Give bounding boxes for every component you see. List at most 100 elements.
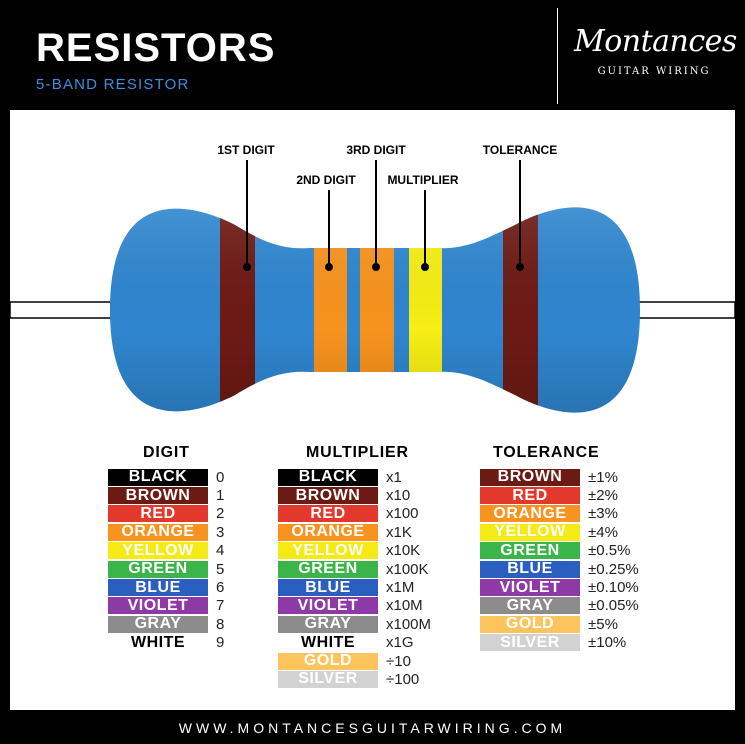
callout-dot-3rd-digit: [372, 263, 380, 271]
label-1st-digit: 1ST DIGIT: [217, 143, 275, 157]
brand-logo-subtitle: GUITAR WIRING: [597, 66, 711, 77]
color-value: 0: [216, 468, 225, 486]
color-chip: SILVER: [278, 670, 378, 688]
color-value: ÷100: [386, 670, 420, 688]
table-row: GREEN 5: [108, 560, 224, 578]
footer-url: WWW.MONTANCESGUITARWIRING.COM: [178, 720, 567, 736]
table-row: BROWN x10: [278, 486, 431, 505]
color-value: ±2%: [588, 487, 618, 505]
table-row: RED ±2%: [480, 486, 639, 505]
table-row: GRAY ±0.05%: [480, 597, 639, 615]
color-chip: RED: [480, 487, 580, 505]
color-value: 4: [216, 542, 225, 560]
page-title: RESISTORS: [36, 26, 276, 70]
color-chip: YELLOW: [108, 542, 208, 560]
color-value: ±0.10%: [588, 579, 639, 597]
table-row: YELLOW 4: [108, 542, 224, 560]
tolerance-table-title: TOLERANCE: [493, 444, 600, 461]
table-row: BLUE±0.25%: [480, 560, 639, 578]
callout-dot-2nd-digit: [325, 263, 333, 271]
color-value: x10: [386, 487, 411, 505]
table-row: SILVER ÷100: [278, 670, 431, 688]
color-chip: YELLOW: [278, 542, 378, 560]
table-row: YELLOW ±4%: [480, 523, 639, 541]
color-chip: BLACK: [278, 468, 378, 486]
color-value: x100: [386, 505, 419, 523]
digit-table-title: DIGIT: [143, 444, 190, 461]
table-row: GREEN±0.5%: [480, 542, 639, 560]
table-row: SILVER ±10%: [480, 634, 639, 652]
table-row: ORANGE±3%: [480, 505, 639, 523]
color-chip: RED: [278, 505, 378, 523]
brand-divider: [557, 8, 558, 104]
table-row: GOLD ÷10: [278, 652, 431, 670]
table-row: GOLD ±5%: [480, 615, 639, 633]
color-chip: GOLD: [278, 652, 378, 670]
resistor-diagram: 1ST DIGIT 2ND DIGIT 3RD DIGIT MULTIPLIER…: [10, 143, 735, 413]
color-chip: BROWN: [108, 487, 208, 505]
color-value: ±5%: [588, 615, 618, 633]
color-value: 8: [216, 615, 225, 633]
color-value: 2: [216, 505, 225, 523]
label-3rd-digit: 3RD DIGIT: [346, 143, 406, 157]
color-chip: GOLD: [480, 615, 580, 633]
table-row: RED x100: [278, 505, 431, 523]
color-chip: ORANGE: [278, 523, 378, 541]
color-value: x1K: [386, 523, 412, 541]
table-row: BROWN 1: [108, 486, 225, 505]
color-chip: BLUE: [108, 579, 208, 597]
color-chip: YELLOW: [480, 523, 580, 541]
color-chip: RED: [108, 505, 208, 523]
color-chip: VIOLET: [108, 597, 208, 615]
table-row: BLUE 6: [108, 578, 225, 597]
table-row: RED 2: [108, 505, 224, 523]
color-chip: WHITE: [108, 634, 208, 652]
color-chip: WHITE: [278, 634, 378, 652]
color-value: 5: [216, 560, 225, 578]
color-chip: SILVER: [480, 634, 580, 652]
callout-dot-tolerance: [516, 263, 524, 271]
color-chip: GREEN: [278, 560, 378, 578]
color-chip: BROWN: [480, 468, 580, 486]
color-chip: GRAY: [278, 615, 378, 633]
brand-logo-script: Montances: [574, 24, 737, 59]
color-value: ÷10: [386, 652, 411, 670]
table-row: VIOLET 7: [108, 597, 224, 615]
color-chip: GRAY: [480, 597, 580, 615]
table-row: GRAY 8: [108, 615, 224, 633]
table-row: ORANGE x1K: [278, 523, 431, 541]
page-subtitle: 5-BAND RESISTOR: [36, 76, 190, 93]
table-row: VIOLET ±0.10%: [480, 578, 639, 597]
color-chip: GREEN: [108, 560, 208, 578]
table-row: WHITE 9: [108, 634, 224, 652]
color-value: ±10%: [588, 634, 627, 652]
callout-dot-1st-digit: [243, 263, 251, 271]
left-lead: [10, 301, 121, 319]
color-chip: VIOLET: [480, 579, 580, 597]
color-value: x10M: [386, 597, 423, 615]
color-value: 6: [216, 579, 225, 597]
color-value: ±0.05%: [588, 597, 639, 615]
color-value: ±1%: [588, 468, 618, 486]
color-value: 7: [216, 597, 225, 615]
color-value: 3: [216, 523, 225, 541]
color-value: 9: [216, 634, 225, 652]
color-value: x1M: [386, 579, 415, 597]
color-chip: GRAY: [108, 615, 208, 633]
color-value: ±4%: [588, 523, 618, 541]
color-value: 1: [216, 487, 225, 505]
color-chip: BROWN: [278, 487, 378, 505]
label-tolerance: TOLERANCE: [483, 143, 557, 157]
label-2nd-digit: 2ND DIGIT: [296, 173, 356, 187]
